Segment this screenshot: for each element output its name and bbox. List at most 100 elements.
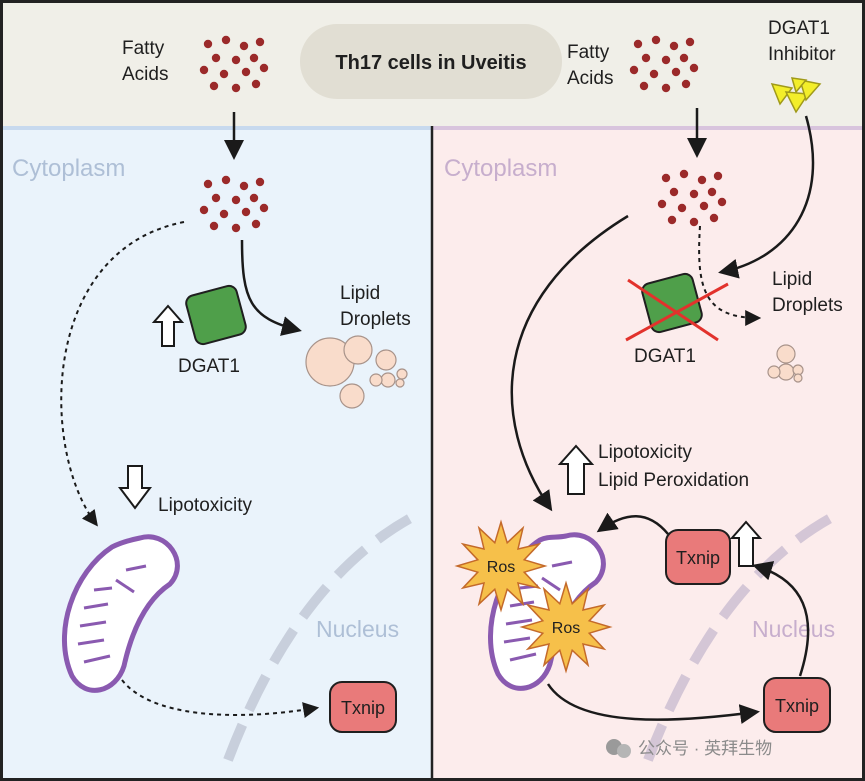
fatty-acid-dot bbox=[679, 53, 689, 63]
txnip-box-cytoplasm bbox=[665, 529, 731, 585]
dgat1-label-right: DGAT1 bbox=[634, 346, 696, 367]
inhibitor-label-2: Inhibitor bbox=[768, 44, 836, 65]
fatty-acid-dot bbox=[259, 203, 269, 213]
txnip-label-nucleus: Txnip bbox=[775, 696, 819, 716]
up-arrow-dgat1-left bbox=[151, 304, 185, 347]
fatty-acid-dot bbox=[231, 223, 241, 233]
fatty-acid-dot bbox=[249, 53, 259, 63]
fatty-acid-dot bbox=[251, 79, 261, 89]
fatty-acid-dot bbox=[221, 35, 231, 45]
fatty-acid-dot bbox=[209, 81, 219, 91]
dgat1-inhibitor-icon bbox=[770, 77, 822, 114]
fatty-acid-dot bbox=[231, 55, 241, 65]
lipid-peroxidation-label: Lipid Peroxidation bbox=[598, 470, 749, 491]
fatty-acid-dot bbox=[685, 37, 695, 47]
fatty-acid-dot bbox=[669, 41, 679, 51]
fatty-acid-dot bbox=[209, 221, 219, 231]
fatty-acid-dot bbox=[211, 193, 221, 203]
fatty-acid-dot bbox=[255, 177, 265, 187]
fa-to-droplets-dotted-arrow-right bbox=[698, 225, 762, 326]
fatty-acid-dot bbox=[255, 37, 265, 47]
nucleus-label-right: Nucleus bbox=[752, 616, 835, 642]
fatty-acid-dot bbox=[633, 39, 643, 49]
fa-to-mito-arrow-right bbox=[510, 214, 629, 512]
fatty-acid-dot bbox=[681, 79, 691, 89]
fatty-acids-label-right-2: Acids bbox=[567, 68, 613, 89]
fatty-acid-dot bbox=[199, 205, 209, 215]
up-arrow-lipotoxicity-right bbox=[557, 444, 595, 495]
page-title: Th17 cells in Uveitis bbox=[335, 52, 526, 74]
ros-label-1: Ros bbox=[487, 559, 515, 576]
title-pill bbox=[300, 24, 562, 99]
lipid-droplets-right bbox=[767, 344, 804, 383]
fatty-acid-dot bbox=[677, 203, 687, 213]
fatty-acid-dot bbox=[249, 193, 259, 203]
fatty-acid-cluster-header-right bbox=[629, 35, 699, 93]
nucleus-to-cytoplasm-arrow bbox=[752, 561, 810, 677]
fatty-acid-dot bbox=[667, 215, 677, 225]
fatty-acid-dot bbox=[629, 65, 639, 75]
cytoplasm-label-right: Cytoplasm bbox=[444, 155, 557, 182]
fatty-acid-dot bbox=[203, 39, 213, 49]
txnip-box-nucleus bbox=[763, 677, 831, 733]
mito-to-txnip-dotted-arrow-left bbox=[121, 679, 320, 718]
fatty-acid-dot bbox=[639, 81, 649, 91]
fatty-acid-dot bbox=[713, 171, 723, 181]
lipid-droplets-left bbox=[305, 335, 408, 409]
fatty-acid-cluster-header-left bbox=[199, 35, 269, 93]
fatty-acid-dot bbox=[203, 179, 213, 189]
fatty-acid-dot bbox=[707, 187, 717, 197]
fatty-acid-dot bbox=[657, 199, 667, 209]
mitochondrion-left bbox=[62, 534, 180, 693]
ros-burst-2 bbox=[519, 580, 613, 674]
lipotoxicity-label-left: Lipotoxicity bbox=[158, 495, 252, 516]
lipid-droplets-label-left-2: Droplets bbox=[340, 309, 411, 330]
fatty-acids-label-left-1: Fatty bbox=[122, 38, 165, 59]
nucleus-envelope-right bbox=[643, 509, 841, 762]
fatty-acid-dot bbox=[211, 53, 221, 63]
watermark-text: 公众号 · 英拜生物 bbox=[638, 739, 772, 758]
fatty-acid-dot bbox=[689, 63, 699, 73]
lipotoxicity-label-right: Lipotoxicity bbox=[598, 442, 692, 463]
fatty-acid-dot bbox=[641, 53, 651, 63]
fatty-acid-dot bbox=[689, 217, 699, 227]
fatty-acid-dot bbox=[259, 63, 269, 73]
fatty-acid-dot bbox=[699, 201, 709, 211]
dgat1-enzyme-left bbox=[185, 284, 247, 346]
nucleus-label-left: Nucleus bbox=[316, 616, 399, 642]
txnip-to-mito-arrow bbox=[596, 512, 669, 535]
fatty-acid-dot bbox=[239, 181, 249, 191]
fatty-acid-dot bbox=[231, 195, 241, 205]
inhibition-cross bbox=[625, 278, 729, 342]
fatty-acid-dot bbox=[689, 189, 699, 199]
fatty-acid-dot bbox=[709, 213, 719, 223]
txnip-label-cytoplasm: Txnip bbox=[676, 548, 720, 568]
inhibitor-label-1: DGAT1 bbox=[768, 18, 830, 39]
fatty-acid-dot bbox=[679, 169, 689, 179]
txnip-label-left: Txnip bbox=[341, 698, 385, 718]
lipid-droplets-label-left-1: Lipid bbox=[340, 283, 380, 304]
fatty-acid-dot bbox=[199, 65, 209, 75]
fatty-acids-label-right-1: Fatty bbox=[567, 42, 610, 63]
fatty-acid-dot bbox=[219, 209, 229, 219]
watermark: 公众号 · 英拜生物 bbox=[606, 739, 772, 758]
fatty-acid-dot bbox=[241, 67, 251, 77]
down-arrow-lipotoxicity-left bbox=[118, 465, 152, 510]
fatty-acid-dot bbox=[697, 175, 707, 185]
fatty-acid-dot bbox=[231, 83, 241, 93]
nucleus-envelope-left bbox=[223, 509, 421, 762]
fatty-acid-dot bbox=[241, 207, 251, 217]
fatty-acid-cluster-cytoplasm-left bbox=[199, 175, 269, 233]
fatty-acids-label-left-2: Acids bbox=[122, 64, 168, 85]
fatty-acid-dot bbox=[239, 41, 249, 51]
fatty-acid-dot bbox=[661, 55, 671, 65]
ros-label-2: Ros bbox=[552, 620, 580, 637]
ros-burst-1 bbox=[454, 519, 548, 613]
fatty-acid-dot bbox=[219, 69, 229, 79]
fatty-acid-cluster-cytoplasm-right bbox=[657, 169, 727, 227]
cytoplasm-label-left: Cytoplasm bbox=[12, 155, 125, 182]
fatty-acid-dot bbox=[717, 197, 727, 207]
